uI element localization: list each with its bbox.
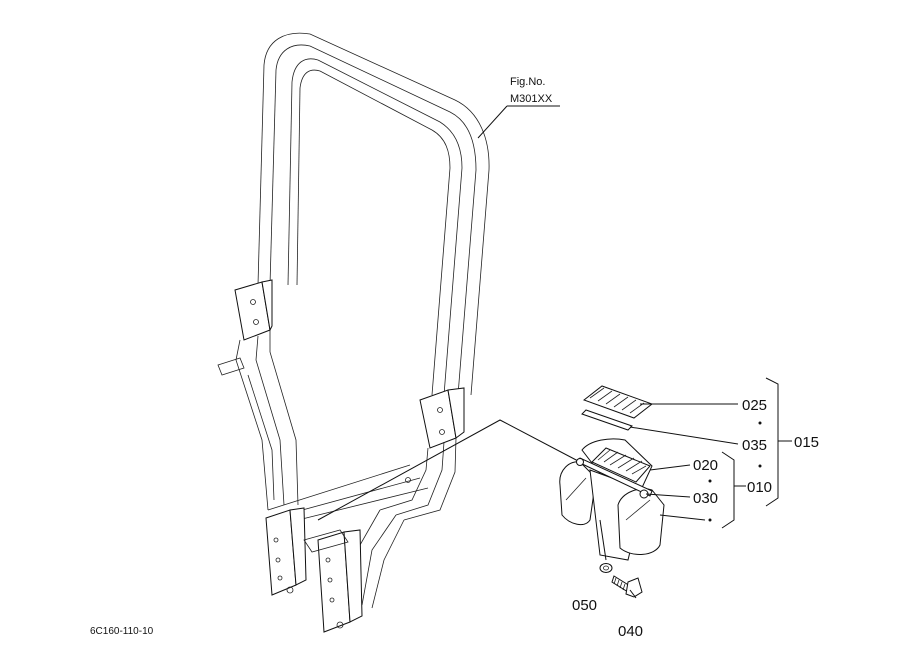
callout-leaders	[599, 377, 792, 599]
figure-label: Fig.No. M301XX	[477, 76, 560, 139]
bracket-assembly	[559, 438, 665, 561]
drawing-code: 6C160-110-10	[90, 626, 154, 637]
callout-050: 050	[572, 597, 597, 614]
callout-035: 035	[742, 437, 767, 454]
callout-030: 030	[693, 490, 718, 507]
callout-025: 025	[742, 397, 767, 414]
rops-frame	[217, 32, 490, 633]
callout-040: 040	[618, 623, 643, 640]
washer-050	[599, 563, 613, 573]
callout-020: 020	[693, 457, 718, 474]
fig-label: Fig.No.	[510, 76, 545, 88]
decal-035	[581, 409, 633, 431]
frame-leader-line	[317, 419, 581, 521]
callout-010: 010	[747, 479, 772, 496]
bolt-040	[611, 575, 643, 598]
decal-020	[591, 447, 651, 483]
callout-015: 015	[794, 434, 819, 451]
fig-number: M301XX	[510, 93, 553, 105]
